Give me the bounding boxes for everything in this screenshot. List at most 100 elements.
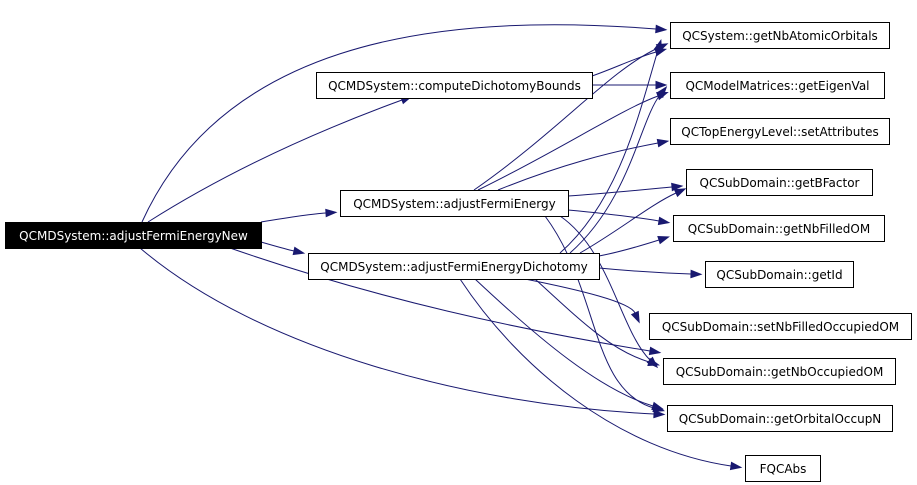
edge-line	[139, 247, 655, 415]
edge-root-to-getOrbitalOccupN	[139, 247, 666, 419]
edge-adjustFermiEnergyDichotomy-to-getEigenVal	[569, 86, 668, 254]
node-computeDichotomyBounds[interactable]: QCMDSystem::computeDichotomyBounds	[316, 72, 593, 99]
arrowhead	[655, 80, 668, 90]
edge-line	[229, 247, 651, 352]
edge-line	[569, 94, 661, 254]
arrowhead	[651, 401, 664, 410]
node-box	[745, 455, 821, 482]
edge-root-to-adjustFermiEnergyDichotomy	[260, 241, 306, 256]
edge-adjustFermiEnergy-to-getBFactor	[567, 182, 684, 197]
edge-line	[598, 239, 660, 257]
arrowhead	[729, 461, 743, 471]
edge-line	[524, 278, 636, 314]
edge-adjustFermiEnergyDichotomy-to-getBFactor	[579, 188, 687, 254]
node-getBFactor[interactable]: QCSubDomain::getBFactor	[686, 169, 873, 196]
node-adjustFermiEnergyDichotomy[interactable]: QCMDSystem::adjustFermiEnergyDichotomy	[308, 253, 600, 280]
node-box	[670, 72, 885, 99]
edge-adjustFermiEnergyDichotomy-to-setNbFilledOccupiedOM	[524, 278, 640, 324]
node-getNbAtomicOrbitals[interactable]: QCSystem::getNbAtomicOrbitals	[670, 22, 890, 49]
node-label: QCSubDomain::getNbOccupiedOM	[676, 365, 884, 379]
node-getEigenVal[interactable]: QCModelMatrices::getEigenVal	[670, 72, 885, 99]
edge-line	[567, 209, 660, 222]
node-label: QCSubDomain::setNbFilledOccupiedOM	[662, 320, 899, 334]
node-label: QCTopEnergyLevel::setAttributes	[681, 125, 878, 139]
arrowhead	[647, 357, 660, 366]
node-label: QCSystem::getNbAtomicOrbitals	[682, 29, 878, 43]
node-FQCAbs[interactable]: FQCAbs	[745, 455, 821, 482]
arrowhead	[657, 216, 671, 226]
edge-root-to-getNbOccupiedOM	[229, 247, 662, 356]
edge-adjustFermiEnergyDichotomy-to-getOrbitalOccupN	[474, 278, 664, 410]
node-box	[705, 261, 854, 288]
node-box	[316, 72, 593, 99]
node-box	[670, 118, 890, 145]
arrowhead	[653, 39, 662, 52]
node-box	[670, 22, 890, 49]
edge-line	[559, 49, 659, 254]
node-label: FQCAbs	[760, 462, 807, 476]
edge-line	[473, 47, 659, 191]
edge-adjustFermiEnergy-to-getOrbitalOccupN	[544, 215, 666, 413]
node-root[interactable]: QCMDSystem::adjustFermiEnergyNew	[5, 222, 262, 249]
edge-line	[598, 267, 692, 275]
arrowhead	[653, 409, 666, 419]
node-box	[308, 253, 600, 280]
node-getNbOccupiedOM[interactable]: QCSubDomain::getNbOccupiedOM	[663, 358, 896, 385]
node-box	[5, 222, 262, 249]
arrowhead	[630, 310, 640, 324]
node-getOrbitalOccupN[interactable]: QCSubDomain::getOrbitalOccupN	[667, 405, 893, 432]
edge-adjustFermiEnergyDichotomy-to-getId	[598, 267, 703, 279]
arrowhead	[648, 346, 662, 356]
edge-adjustFermiEnergyDichotomy-to-FQCAbs	[459, 278, 743, 471]
node-adjustFermiEnergy[interactable]: QCMDSystem::adjustFermiEnergy	[340, 190, 569, 217]
edge-line	[260, 241, 295, 252]
edge-line	[591, 51, 657, 77]
node-label: QCMDSystem::adjustFermiEnergyNew	[19, 229, 248, 243]
edge-line	[260, 212, 327, 223]
node-getNbFilledOM[interactable]: QCSubDomain::getNbFilledOM	[673, 215, 885, 242]
arrowhead	[655, 24, 668, 34]
node-box	[340, 190, 569, 217]
edge-computeDichotomyBounds-to-getEigenVal	[592, 80, 668, 90]
node-box	[686, 169, 873, 196]
node-label: QCModelMatrices::getEigenVal	[685, 79, 869, 93]
edges-layer	[139, 24, 743, 471]
arrowhead	[656, 86, 668, 99]
node-box	[663, 358, 896, 385]
node-label: QCMDSystem::adjustFermiEnergyDichotomy	[320, 260, 587, 274]
node-label: QCSubDomain::getId	[716, 268, 842, 282]
edge-line	[559, 215, 651, 361]
node-label: QCMDSystem::computeDichotomyBounds	[328, 79, 581, 93]
node-label: QCSubDomain::getBFactor	[700, 176, 860, 190]
node-setAttributes[interactable]: QCTopEnergyLevel::setAttributes	[670, 118, 890, 145]
edge-line	[567, 186, 673, 197]
arrowhead	[690, 269, 703, 279]
arrowhead	[292, 246, 306, 256]
arrowhead	[671, 182, 684, 192]
edge-line	[579, 192, 677, 254]
node-label: QCSubDomain::getNbFilledOM	[688, 222, 870, 236]
node-box	[667, 405, 893, 432]
edge-line	[141, 24, 657, 223]
node-box	[649, 313, 912, 340]
nodes-layer: QCMDSystem::adjustFermiEnergyNewQCMDSyst…	[5, 22, 912, 482]
edge-line	[459, 278, 732, 467]
edge-adjustFermiEnergy-to-setAttributes	[497, 138, 670, 191]
edge-adjustFermiEnergy-to-getNbFilledOM	[567, 209, 671, 226]
node-getId[interactable]: QCSubDomain::getId	[705, 261, 854, 288]
arrowhead	[657, 236, 670, 245]
edge-line	[497, 142, 659, 191]
edge-line	[534, 278, 650, 363]
edge-root-to-getNbAtomicOrbitals	[141, 24, 668, 223]
edge-line	[474, 278, 654, 407]
node-label: QCMDSystem::adjustFermiEnergy	[353, 197, 556, 211]
edge-line	[477, 95, 659, 191]
edge-line	[147, 99, 403, 223]
node-setNbFilledOccupiedOM[interactable]: QCSubDomain::setNbFilledOccupiedOM	[649, 313, 912, 340]
edge-adjustFermiEnergyDichotomy-to-getNbOccupiedOM	[534, 278, 660, 366]
arrowhead	[673, 188, 687, 198]
edge-adjustFermiEnergyDichotomy-to-getNbAtomicOrbitals	[559, 39, 662, 254]
arrowhead	[325, 208, 338, 218]
node-box	[673, 215, 885, 242]
